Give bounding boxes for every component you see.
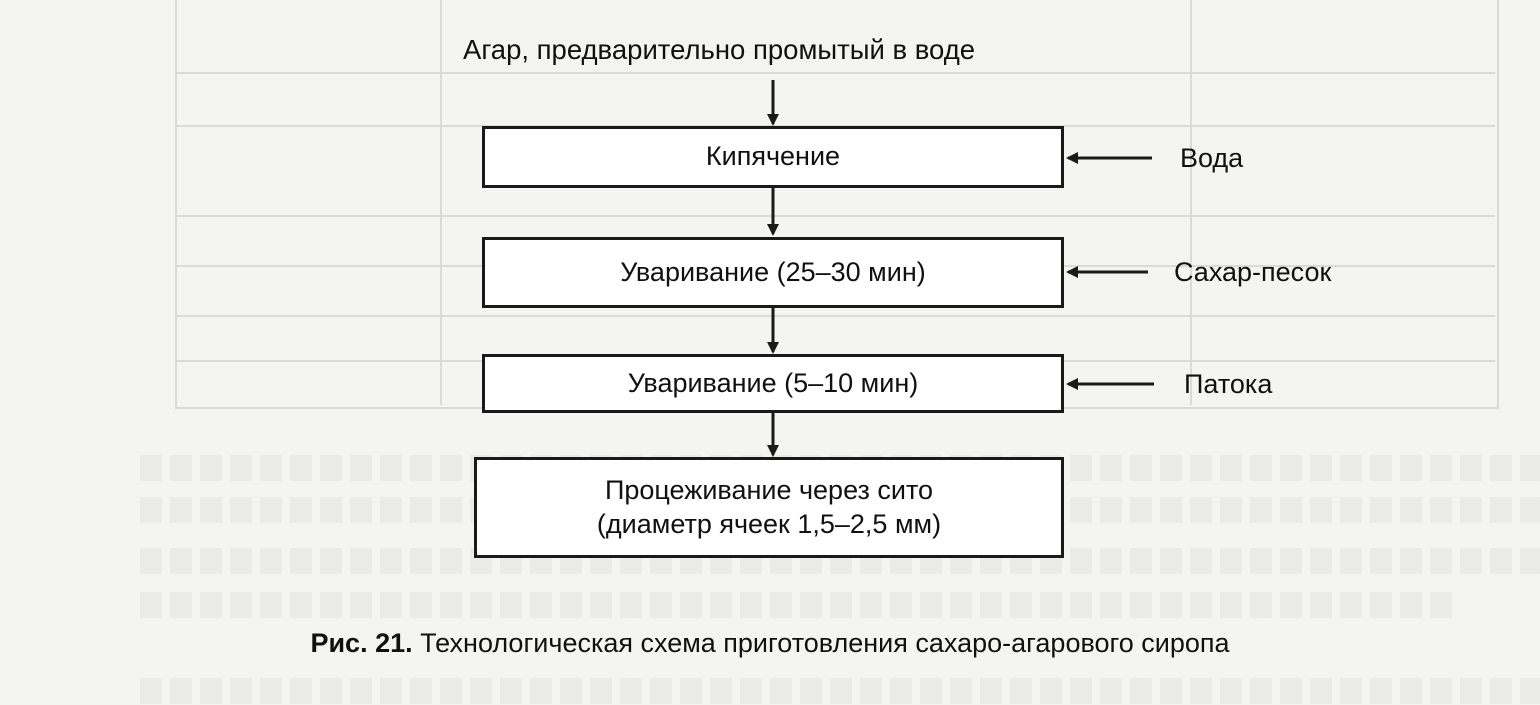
step-boiling-down-1-label: Уваривание (25–30 мин)	[620, 256, 926, 287]
background-bleed-line	[175, 72, 1495, 74]
background-bleed-text	[140, 678, 1540, 704]
step-boiling-label: Кипячение	[705, 141, 841, 172]
background-bleed-line	[1190, 0, 1192, 405]
side-input-arrows	[1066, 152, 1154, 390]
step-straining-box: Процеживание через сито (диаметр ячеек 1…	[474, 457, 1064, 558]
step-boiling-down-1-box: Уваривание (25–30 мин)	[482, 237, 1064, 308]
step-straining-label-line-1: Процеживание через сито	[604, 474, 934, 505]
step-boiling-down-2-box: Уваривание (5–10 мин)	[482, 354, 1064, 413]
background-bleed-line	[440, 0, 442, 405]
step-boiling-down-2-label: Уваривание (5–10 мин)	[627, 367, 919, 398]
figure-caption: Рис. 21. Технологическая схема приготовл…	[0, 628, 1540, 659]
input-agar-label: Агар, предварительно промытый в воде	[463, 34, 976, 65]
input-molasses-label: Патока	[1184, 369, 1273, 399]
figure-number: Рис. 21.	[310, 628, 413, 658]
background-bleed-text	[140, 592, 1460, 618]
step-boiling-box: Кипячение	[482, 126, 1064, 188]
step-straining-label-line-2: (диаметр ячеек 1,5–2,5 мм)	[596, 508, 942, 539]
background-bleed-line	[175, 315, 1495, 317]
input-sugar-label: Сахар-песок	[1174, 257, 1332, 287]
background-bleed-line	[175, 215, 1495, 217]
figure-title: Технологическая схема приготовления саха…	[420, 628, 1230, 658]
input-water-label: Вода	[1180, 143, 1244, 173]
